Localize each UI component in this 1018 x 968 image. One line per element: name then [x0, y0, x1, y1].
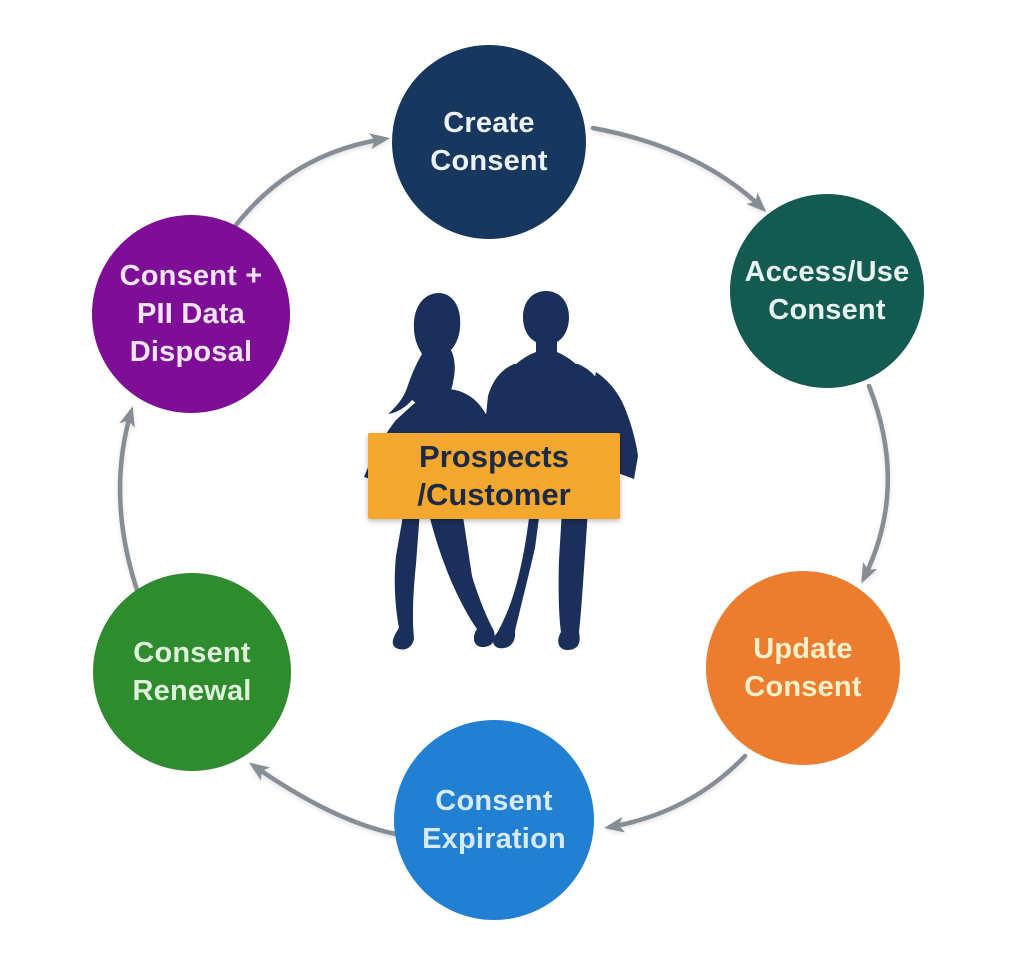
node-label: Consent + PII Data Disposal	[119, 259, 263, 369]
arrow-access-to-update	[861, 383, 891, 584]
node-update-consent: Update Consent	[706, 571, 900, 765]
arrow-renewal-to-disposal	[117, 406, 141, 596]
arrow-update-to-expiration	[604, 753, 748, 833]
banner-line-1: Prospects	[419, 439, 569, 475]
arrow-disposal-to-create	[233, 133, 390, 228]
node-access-use-consent: Access/Use Consent	[730, 194, 924, 388]
banner-line-2: /Customer	[417, 477, 571, 512]
node-label: Create Consent	[430, 106, 548, 177]
node-label: Consent Renewal	[132, 636, 252, 707]
node-label: Access/Use Consent	[744, 255, 910, 326]
node-consent-renewal: Consent Renewal	[93, 573, 291, 771]
arrow-create-to-access	[590, 125, 767, 213]
people-silhouette-icon	[364, 291, 638, 651]
arrow-expiration-to-renewal	[249, 762, 399, 837]
center-banner: Prospects /Customer	[368, 433, 620, 519]
node-create-consent: Create Consent	[392, 45, 586, 239]
node-consent-expiration: Consent Expiration	[394, 720, 594, 920]
node-label: Consent Expiration	[422, 784, 566, 855]
node-consent-pii-data-disposal: Consent + PII Data Disposal	[92, 215, 290, 413]
node-label: Update Consent	[744, 632, 862, 703]
